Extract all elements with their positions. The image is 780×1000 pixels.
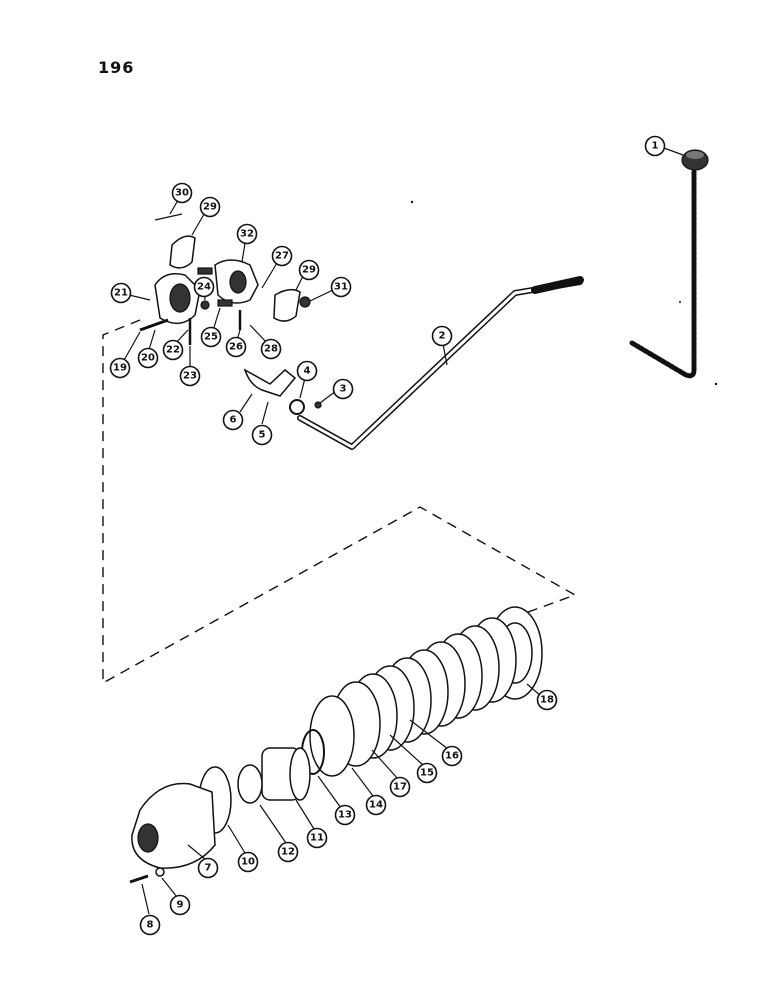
callout-11: 11 — [306, 827, 328, 849]
svg-text:10: 10 — [241, 857, 255, 868]
svg-text:15: 15 — [420, 768, 434, 779]
callout-15: 15 — [416, 762, 438, 784]
callout-3: 3 — [332, 378, 354, 400]
callout-16: 16 — [441, 745, 463, 767]
callout-21: 21 — [110, 282, 132, 304]
callout-22: 22 — [162, 339, 184, 361]
svg-text:27: 27 — [275, 251, 289, 262]
washer — [289, 399, 305, 415]
svg-text:5: 5 — [259, 430, 266, 441]
svg-text:11: 11 — [310, 833, 324, 844]
callout-7: 7 — [197, 857, 219, 879]
svg-text:30: 30 — [175, 188, 189, 199]
svg-text:17: 17 — [393, 782, 407, 793]
callout-31: 31 — [330, 276, 352, 298]
callout-25: 25 — [200, 326, 222, 348]
callout-20: 20 — [137, 347, 159, 369]
callout-13: 13 — [334, 804, 356, 826]
clutch-pack — [129, 606, 543, 884]
svg-text:28: 28 — [264, 344, 278, 355]
svg-text:8: 8 — [147, 920, 154, 931]
callout-24: 24 — [193, 276, 215, 298]
svg-text:16: 16 — [445, 751, 459, 762]
svg-text:29: 29 — [302, 265, 316, 276]
callout-23: 23 — [179, 365, 201, 387]
svg-text:22: 22 — [166, 345, 180, 356]
svg-text:32: 32 — [240, 229, 254, 240]
svg-text:31: 31 — [334, 282, 348, 293]
callout-18: 18 — [536, 689, 558, 711]
callout-5: 5 — [251, 424, 273, 446]
knob-rod — [629, 169, 697, 379]
svg-text:18: 18 — [540, 695, 554, 706]
svg-text:19: 19 — [113, 363, 127, 374]
svg-text:1: 1 — [652, 141, 659, 152]
svg-text:20: 20 — [141, 353, 155, 364]
svg-text:7: 7 — [205, 863, 212, 874]
callout-12: 12 — [277, 841, 299, 863]
svg-text:13: 13 — [338, 810, 352, 821]
callout-1: 1 — [644, 135, 666, 157]
svg-text:29: 29 — [203, 202, 217, 213]
callout-4: 4 — [296, 360, 318, 382]
svg-text:2: 2 — [439, 331, 446, 342]
callout-8: 8 — [139, 914, 161, 936]
svg-text:9: 9 — [177, 900, 184, 911]
svg-text:25: 25 — [204, 332, 218, 343]
shifter-fork — [243, 368, 297, 397]
callout-10: 10 — [237, 851, 259, 873]
callout-19: 19 — [109, 357, 131, 379]
callout-28: 28 — [260, 338, 282, 360]
callout-2: 2 — [431, 325, 453, 347]
callout-26: 26 — [225, 336, 247, 358]
callout-17: 17 — [389, 776, 411, 798]
callout-29: 29 — [298, 259, 320, 281]
callout-6: 6 — [222, 409, 244, 431]
callout-32: 32 — [236, 223, 258, 245]
svg-text:26: 26 — [229, 342, 243, 353]
svg-text:3: 3 — [340, 384, 347, 395]
svg-text:24: 24 — [197, 282, 211, 293]
svg-text:14: 14 — [369, 800, 383, 811]
callout-30: 30 — [171, 182, 193, 204]
svg-text:6: 6 — [230, 415, 237, 426]
svg-text:21: 21 — [114, 288, 128, 299]
svg-text:23: 23 — [183, 371, 197, 382]
svg-text:12: 12 — [281, 847, 295, 858]
callout-14: 14 — [365, 794, 387, 816]
shifter-housing-group — [139, 213, 311, 345]
callout-27: 27 — [271, 245, 293, 267]
svg-text:4: 4 — [304, 366, 311, 377]
page-number: 196 — [98, 58, 135, 77]
leader-lines — [120, 147, 684, 915]
callout-9: 9 — [169, 894, 191, 916]
assembly-boundary-dashed — [102, 319, 577, 685]
callout-29: 29 — [199, 196, 221, 218]
